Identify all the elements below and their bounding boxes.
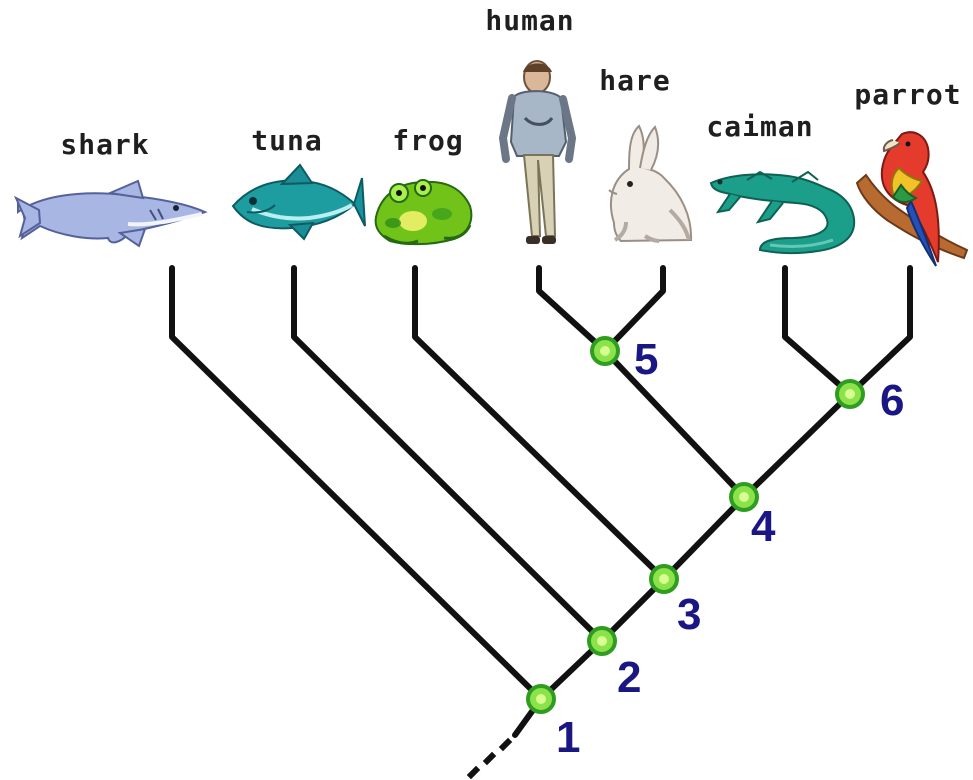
- node-6: 6: [835, 376, 904, 425]
- label-parrot: parrot: [854, 78, 962, 111]
- frog-icon: [374, 179, 473, 246]
- node-1: 1: [526, 684, 580, 762]
- branch-caiman: [782, 265, 853, 397]
- node-4: 4: [729, 482, 776, 551]
- human-icon: [498, 60, 577, 244]
- branch-frog: [412, 265, 667, 582]
- label-shark: shark: [60, 128, 150, 161]
- parrot-icon: [855, 131, 969, 267]
- node-label-6: 6: [880, 376, 904, 425]
- label-hare: hare: [599, 64, 671, 97]
- node-label-5: 5: [634, 335, 658, 384]
- node-5: 5: [590, 335, 658, 384]
- trunk: [512, 494, 747, 738]
- label-caiman: caiman: [706, 110, 814, 143]
- label-tuna: tuna: [251, 124, 323, 157]
- branch-node5-to-node4: [602, 348, 747, 500]
- node-label-1: 1: [556, 713, 580, 762]
- node-label-3: 3: [677, 590, 701, 639]
- node-label-4: 4: [751, 502, 776, 551]
- tree-branches: [169, 265, 913, 738]
- branch-human: [536, 265, 608, 354]
- branch-tuna: [291, 265, 605, 644]
- shark-icon: [13, 179, 208, 248]
- trunk-extension-dashes: [466, 737, 513, 780]
- node-3: 3: [649, 564, 701, 639]
- branch-shark: [169, 265, 544, 702]
- caiman-icon: [709, 170, 856, 255]
- branch-hare: [602, 265, 666, 354]
- label-human: human: [485, 4, 575, 37]
- node-label-2: 2: [617, 653, 641, 702]
- node-2: 2: [587, 626, 641, 702]
- branch-node6-to-node4: [741, 391, 853, 500]
- tree-nodes: 1 2 3 4 5: [526, 335, 904, 762]
- branch-parrot: [847, 265, 913, 397]
- label-frog: frog: [392, 124, 464, 157]
- tuna-icon: [231, 163, 366, 241]
- hare-icon: [608, 124, 693, 243]
